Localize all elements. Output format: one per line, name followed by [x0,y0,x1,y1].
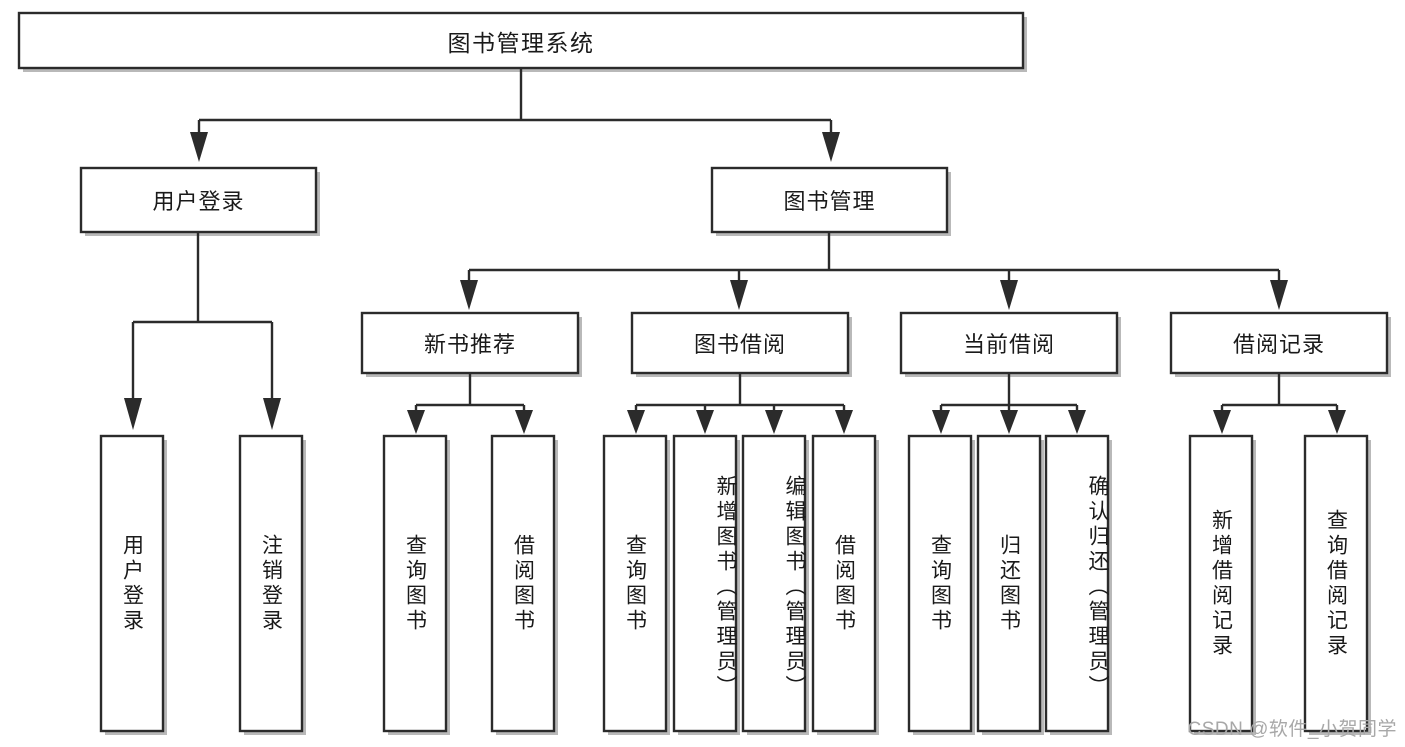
level2-box-book-manage[interactable] [710,166,949,234]
leaf-box-book-borrow-2[interactable] [741,434,807,733]
leaf-box-borrow-record-1[interactable] [1303,434,1369,733]
leaf-box-borrow-record-0[interactable] [1188,434,1254,733]
arrow-head-bookborrow-leaf-1 [696,410,714,434]
arrow-head-level3-3 [1270,280,1288,310]
arrow-head-currentborrow-leaf-2 [1068,410,1086,434]
arrow-head-newbook-leaf-1 [515,410,533,434]
leaf-box-new-book-1[interactable] [490,434,556,733]
leaf-box-current-borrow-0[interactable] [907,434,973,733]
level3-box-current-borrow[interactable] [899,311,1119,375]
root-box[interactable] [17,11,1025,70]
leaf-box-current-borrow-2[interactable] [1044,434,1110,733]
arrow-head-borrowrecord-leaf-0 [1213,410,1231,434]
leaf-box-book-borrow-1[interactable] [672,434,738,733]
level3-box-new-book[interactable] [360,311,580,375]
level3-box-borrow-record[interactable] [1169,311,1389,375]
leaf-box-user-login-1[interactable] [238,434,304,733]
level3-box-book-borrow[interactable] [630,311,850,375]
arrow-head-newbook-leaf-0 [407,410,425,434]
arrow-head-bookborrow-leaf-0 [627,410,645,434]
arrow-head-user-login-leaf-0 [124,398,142,430]
arrow-head-currentborrow-leaf-0 [932,410,950,434]
arrow-head-to-book-manage [822,132,840,162]
level2-box-user-login[interactable] [79,166,318,234]
arrow-head-level3-2 [1000,280,1018,310]
arrow-head-level3-0 [460,280,478,310]
arrow-head-bookborrow-leaf-3 [835,410,853,434]
leaf-box-book-borrow-3[interactable] [811,434,877,733]
arrow-head-level3-1 [730,280,748,310]
arrow-head-user-login-leaf-1 [263,398,281,430]
arrow-head-bookborrow-leaf-2 [765,410,783,434]
arrow-head-currentborrow-leaf-1 [1000,410,1018,434]
leaf-box-new-book-0[interactable] [382,434,448,733]
arrow-head-borrowrecord-leaf-1 [1328,410,1346,434]
leaf-box-user-login-0[interactable] [99,434,165,733]
csdn-watermark: CSDN @软件_小贺同学 [1187,719,1397,740]
arrow-head-to-user-login [190,132,208,162]
leaf-box-book-borrow-0[interactable] [602,434,668,733]
leaf-box-current-borrow-1[interactable] [976,434,1042,733]
